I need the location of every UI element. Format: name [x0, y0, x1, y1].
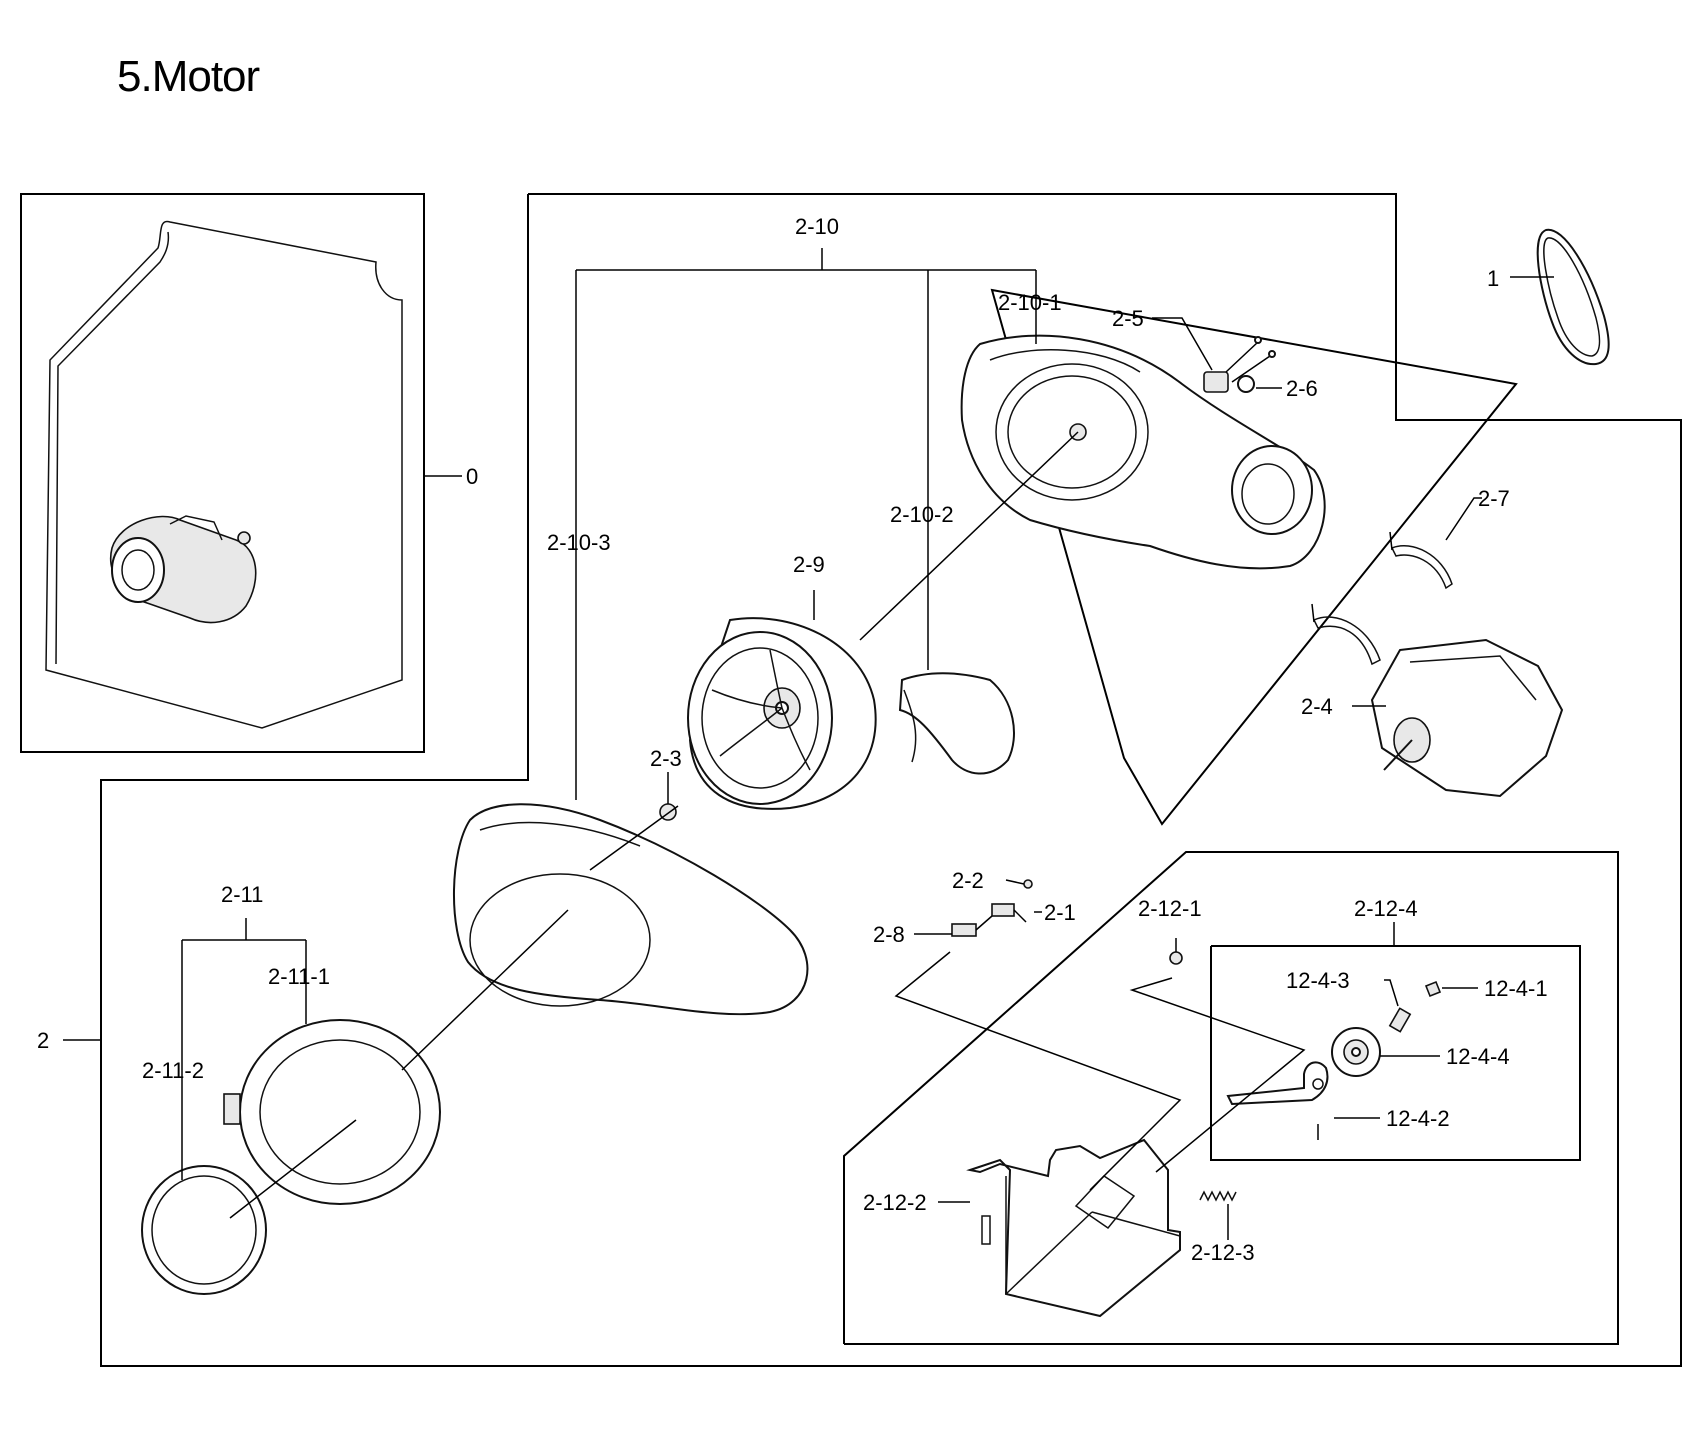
- blower-assembly-thumbnail: [110, 515, 257, 624]
- callout-2-9: 2-9: [793, 552, 825, 577]
- callout-2-5: 2-5: [1112, 306, 1144, 331]
- callout-2-6: 2-6: [1286, 376, 1318, 401]
- leader-lines: [63, 248, 1554, 1240]
- assembly-2-frame: [100, 193, 1682, 1367]
- drive-belt-1: [1536, 228, 1610, 366]
- blower-housing-rear-2-10-1: [960, 334, 1326, 570]
- callout-2-8: 2-8: [873, 922, 905, 947]
- callout-0: 0: [466, 464, 478, 489]
- callout-2-4: 2-4: [1301, 694, 1333, 719]
- screw-2-12-1: [1169, 951, 1183, 965]
- frame-2-12: [843, 851, 1619, 1345]
- frame-motor-group: [990, 288, 1518, 826]
- blower-wheel-2-9: [687, 617, 877, 810]
- callout-2-11-1: 2-11-1: [268, 964, 330, 989]
- screw-2-2: [1023, 879, 1033, 889]
- thermostat-2-5: [1203, 336, 1276, 393]
- callout-12-4-4: 12-4-4: [1446, 1044, 1510, 1069]
- duct-ring-2-11-1: [223, 1019, 441, 1205]
- motor-clamps-2-7: [1311, 531, 1453, 666]
- seal-2-11-2: [141, 1165, 267, 1295]
- clip-12-4-1: [1424, 980, 1442, 998]
- motor-mount-2-12-2: [966, 1138, 1181, 1318]
- blower-housing-front-2-10-3: [452, 803, 809, 1016]
- callout-2-2: 2-2: [952, 868, 984, 893]
- callout-2-1: 2-1: [1044, 900, 1076, 925]
- duct-cover-2-10-2: [898, 672, 1015, 775]
- idler-shaft-12-4-3: [1388, 1007, 1412, 1033]
- callout-2-11-2: 2-11-2: [142, 1058, 204, 1083]
- callout-2-12-3: 2-12-3: [1191, 1240, 1255, 1265]
- callout-12-4-1: 12-4-1: [1484, 976, 1548, 1001]
- callout-2-12-4: 2-12-4: [1354, 896, 1418, 921]
- clip-2-6: [1237, 375, 1255, 393]
- callout-1: 1: [1487, 266, 1499, 291]
- bracket-2-8: [951, 915, 993, 937]
- callout-12-4-2: 12-4-2: [1386, 1106, 1450, 1131]
- frame-2-12-4: [1210, 945, 1581, 1161]
- idler-bracket-12-4-2: [1226, 1061, 1329, 1140]
- callout-2-10-2: 2-10-2: [890, 502, 954, 527]
- callout-12-4-3: 12-4-3: [1286, 968, 1350, 993]
- callout-2-12-2: 2-12-2: [863, 1190, 927, 1215]
- callout-2-12-1: 2-12-1: [1138, 896, 1202, 921]
- spring-2-12-3: [1199, 1190, 1237, 1202]
- motor-switch-2-1: [991, 903, 1027, 923]
- idler-pulley-12-4-4: [1331, 1027, 1381, 1077]
- callout-2-11: 2-11: [221, 882, 263, 907]
- callout-2-3: 2-3: [650, 746, 682, 771]
- assembly-0-frame: [20, 193, 425, 753]
- callout-2-10: 2-10: [795, 214, 839, 239]
- drive-motor-2-4: [1370, 638, 1564, 798]
- callout-2-10-1: 2-10-1: [998, 290, 1062, 315]
- callout-2-7: 2-7: [1478, 486, 1510, 511]
- page-title: 5.Motor: [117, 52, 260, 101]
- dryer-cabinet-overview: [45, 220, 403, 729]
- callout-2-10-3: 2-10-3: [547, 530, 611, 555]
- callout-2: 2: [37, 1028, 49, 1053]
